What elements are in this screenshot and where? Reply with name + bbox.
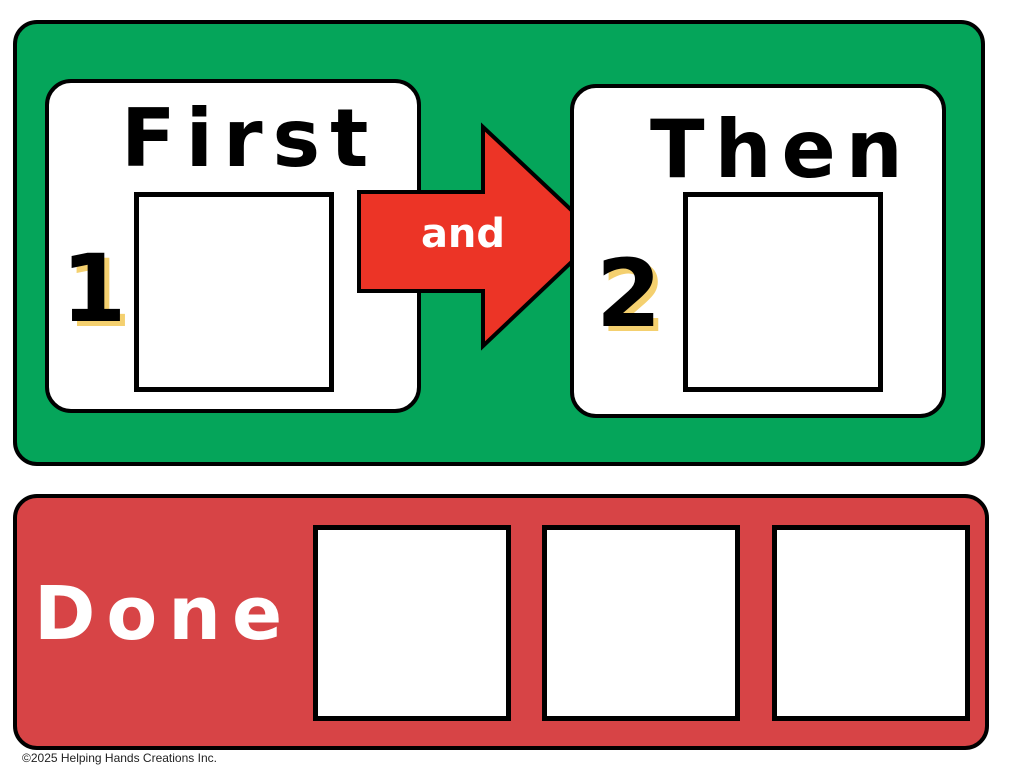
done-slot-3[interactable] (772, 525, 970, 721)
step-number-2: 2 (596, 240, 662, 349)
first-picture-slot[interactable] (134, 192, 334, 392)
right-arrow-icon (357, 122, 602, 351)
first-card: First 1 (45, 79, 421, 413)
done-slot-2[interactable] (542, 525, 740, 721)
done-label: Done (34, 571, 294, 657)
then-title: Then (650, 103, 913, 196)
then-card: Then 2 (570, 84, 946, 418)
copyright-notice: ©2025 Helping Hands Creations Inc. (22, 751, 217, 765)
then-picture-slot[interactable] (683, 192, 883, 392)
first-title: First (121, 92, 379, 185)
done-slot-1[interactable] (313, 525, 511, 721)
step-number-1: 1 (61, 235, 127, 344)
arrow-label: and (420, 211, 506, 257)
